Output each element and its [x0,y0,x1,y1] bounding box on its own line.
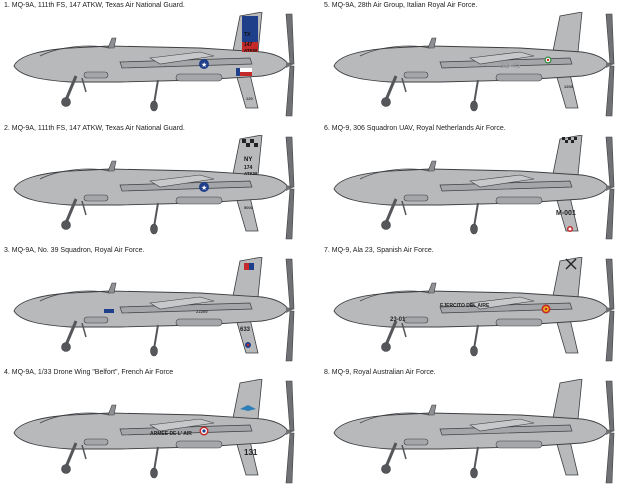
ventral-number: 1203 [564,84,574,89]
tail-number: 131 [244,448,258,457]
tail-flash-icon [244,263,249,270]
aircraft-profile: TX 147 ATKW 120 ★ [12,12,296,118]
usaf-star-icon [199,59,209,69]
saltire-icon [565,258,577,270]
aircraft-profile: ZZ200 633 [12,257,296,363]
tail-number: 174 [244,165,253,171]
tail-number: 147 [244,42,253,48]
svg-text:★: ★ [201,184,207,192]
profile-caption: 1. MQ-9A, 111th FS, 147 ATKW, Texas Air … [4,2,185,9]
tail-unit: ATKW [244,171,258,176]
usaf-star-icon [199,182,209,192]
nation-marking: EJERCITO DEL AIRE [440,303,490,309]
profile-2: 2. MQ-9A, 111th FS, 147 ATKW, Texas Air … [0,123,320,244]
tail-unit: ATKW [244,48,258,53]
profile-caption: 7. MQ-9, Ala 23, Spanish Air Force. [324,247,434,254]
serial: ZZ200 [196,309,208,314]
aircraft-profile: M-001 [332,135,616,241]
profile-1: 1. MQ-9A, 111th FS, 147 ATKW, Texas Air … [0,0,320,121]
aircraft-profile: ARMEE DE L' AIR 131 [12,379,296,485]
tail-code: NY [244,157,252,163]
profile-caption: 2. MQ-9A, 111th FS, 147 ATKW, Texas Air … [4,125,185,132]
profile-8: 8. MQ-9, Royal Australian Air Force. [320,367,640,488]
profile-5: 5. MQ-9A, 28th Air Group, Italian Royal … [320,0,640,121]
profile-3: 3. MQ-9A, No. 39 Squadron, Royal Air For… [0,245,320,366]
profile-4: 4. MQ-9A, 1/33 Drone Wing "Belfort", Fre… [0,367,320,488]
fuselage-code: 32-45 [500,61,521,70]
aircraft-profile: NY 174 ATKW 5001 ★ [12,135,296,241]
fuselage-code: 23-01 [390,317,406,323]
ventral-number: 633 [240,327,251,333]
aircraft-profile: 32-45 1203 [332,12,616,118]
tail-code: TX [244,32,251,38]
profile-caption: 3. MQ-9A, No. 39 Squadron, Royal Air For… [4,247,145,254]
aircraft-profile: EJERCITO DEL AIRE 23-01 [332,257,616,363]
profile-caption: 8. MQ-9, Royal Australian Air Force. [324,369,436,376]
nation-marking: ARMEE DE L' AIR [150,431,192,437]
svg-text:★: ★ [201,61,207,69]
profile-caption: 5. MQ-9A, 28th Air Group, Italian Royal … [324,2,478,9]
bird-badge-icon [240,405,256,411]
tail-checker-icon [242,139,258,147]
ventral-number: 120 [246,96,253,101]
tail-checker-icon [562,137,577,143]
ventral-number: 5001 [244,205,254,210]
profile-7: 7. MQ-9, Ala 23, Spanish Air Force. EJER… [320,245,640,366]
ventral-code: M-001 [556,210,576,217]
profile-caption: 6. MQ-9, 306 Squadron UAV, Royal Netherl… [324,125,506,132]
profile-6: 6. MQ-9, 306 Squadron UAV, Royal Netherl… [320,123,640,244]
tail-texas-flag [242,16,258,42]
profile-caption: 4. MQ-9A, 1/33 Drone Wing "Belfort", Fre… [4,369,174,376]
aircraft-profile [332,379,616,485]
